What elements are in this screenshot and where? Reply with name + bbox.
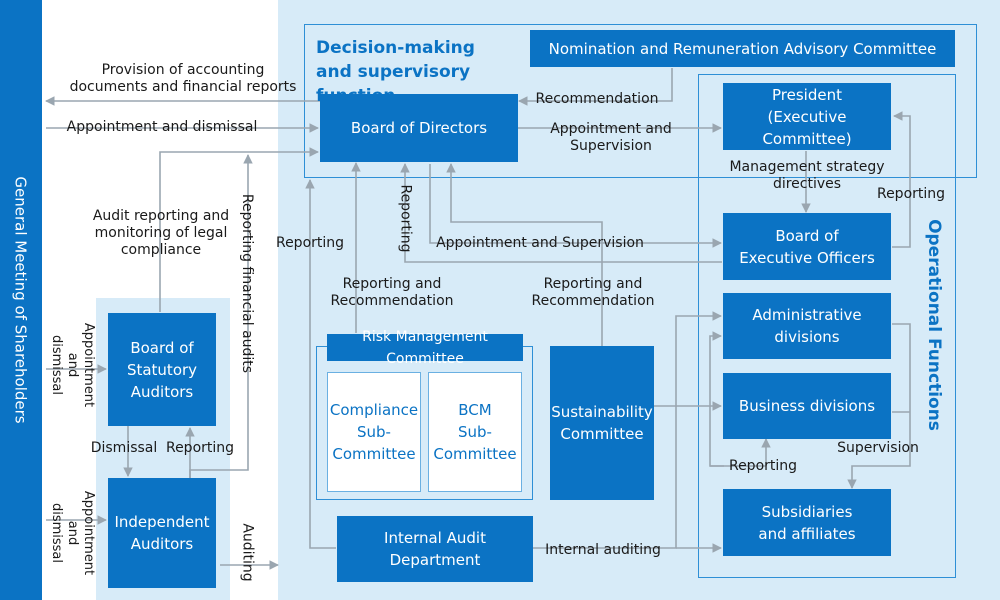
reporting-right-label: Reporting: [876, 186, 946, 202]
operational-heading: Operational Functions: [924, 219, 944, 431]
board-of-directors-box: Board of Directors: [320, 94, 518, 162]
reporting-financial-audits-label: Reporting financial audits: [239, 193, 256, 373]
appointment-supervision-label: Appointment and Supervision: [550, 121, 672, 154]
executive-officers-box: Board of Executive Officers: [723, 213, 891, 280]
audit-reporting-label: Audit reporting and monitoring of legal …: [92, 208, 230, 258]
nomination-committee-box: Nomination and Remuneration Advisory Com…: [530, 30, 955, 67]
appointment-dismissal-independent-label: Appointment and dismissal: [49, 490, 97, 576]
supervision-label: Supervision: [837, 440, 919, 456]
statutory-auditors-box: Board of Statutory Auditors: [108, 313, 216, 426]
auditing-label: Auditing: [239, 523, 256, 582]
risk-committee-box: Risk Management Committee: [327, 329, 523, 367]
appointment-dismissal-label: Appointment and dismissal: [66, 119, 258, 135]
internal-audit-box: Internal Audit Department: [337, 516, 533, 582]
operational-frame: [698, 74, 956, 578]
shareholders-bar: [0, 0, 42, 600]
reporting-subsidiaries-label: Reporting: [728, 458, 798, 474]
administrative-divisions-box: Administrative divisions: [723, 293, 891, 359]
appointment-dismissal-statutory-label: Appointment and dismissal: [49, 322, 97, 408]
dismissal-label: Dismissal: [90, 440, 158, 456]
reporting-recommendation-label-2: Reporting and Recommendation: [531, 276, 655, 309]
appointment-supervision-label-2: Appointment and Supervision: [436, 235, 644, 251]
recommendation-label: Recommendation: [535, 91, 659, 107]
subsidiaries-box: Subsidiaries and affiliates: [723, 489, 891, 556]
reporting-recommendation-label-1: Reporting and Recommendation: [330, 276, 454, 309]
reporting-vertical-label: Reporting: [397, 183, 414, 253]
management-strategy-label: Management strategy directives: [729, 159, 885, 192]
provision-label: Provision of accounting documents and fi…: [69, 62, 297, 95]
bcm-subcommittee-box: BCM Sub- Committee: [428, 372, 522, 492]
independent-auditors-box: Independent Auditors: [108, 478, 216, 588]
reporting-left-label: Reporting: [275, 235, 345, 251]
internal-auditing-label: Internal auditing: [545, 542, 661, 558]
sustainability-committee-box: Sustainability Committee: [550, 346, 654, 500]
reporting-auditors-label: Reporting: [165, 440, 235, 456]
president-box: President (Executive Committee): [723, 83, 891, 150]
compliance-subcommittee-box: Compliance Sub- Committee: [327, 372, 421, 492]
business-divisions-box: Business divisions: [723, 373, 891, 439]
decision-heading: Decision-making and supervisory function: [316, 38, 475, 106]
